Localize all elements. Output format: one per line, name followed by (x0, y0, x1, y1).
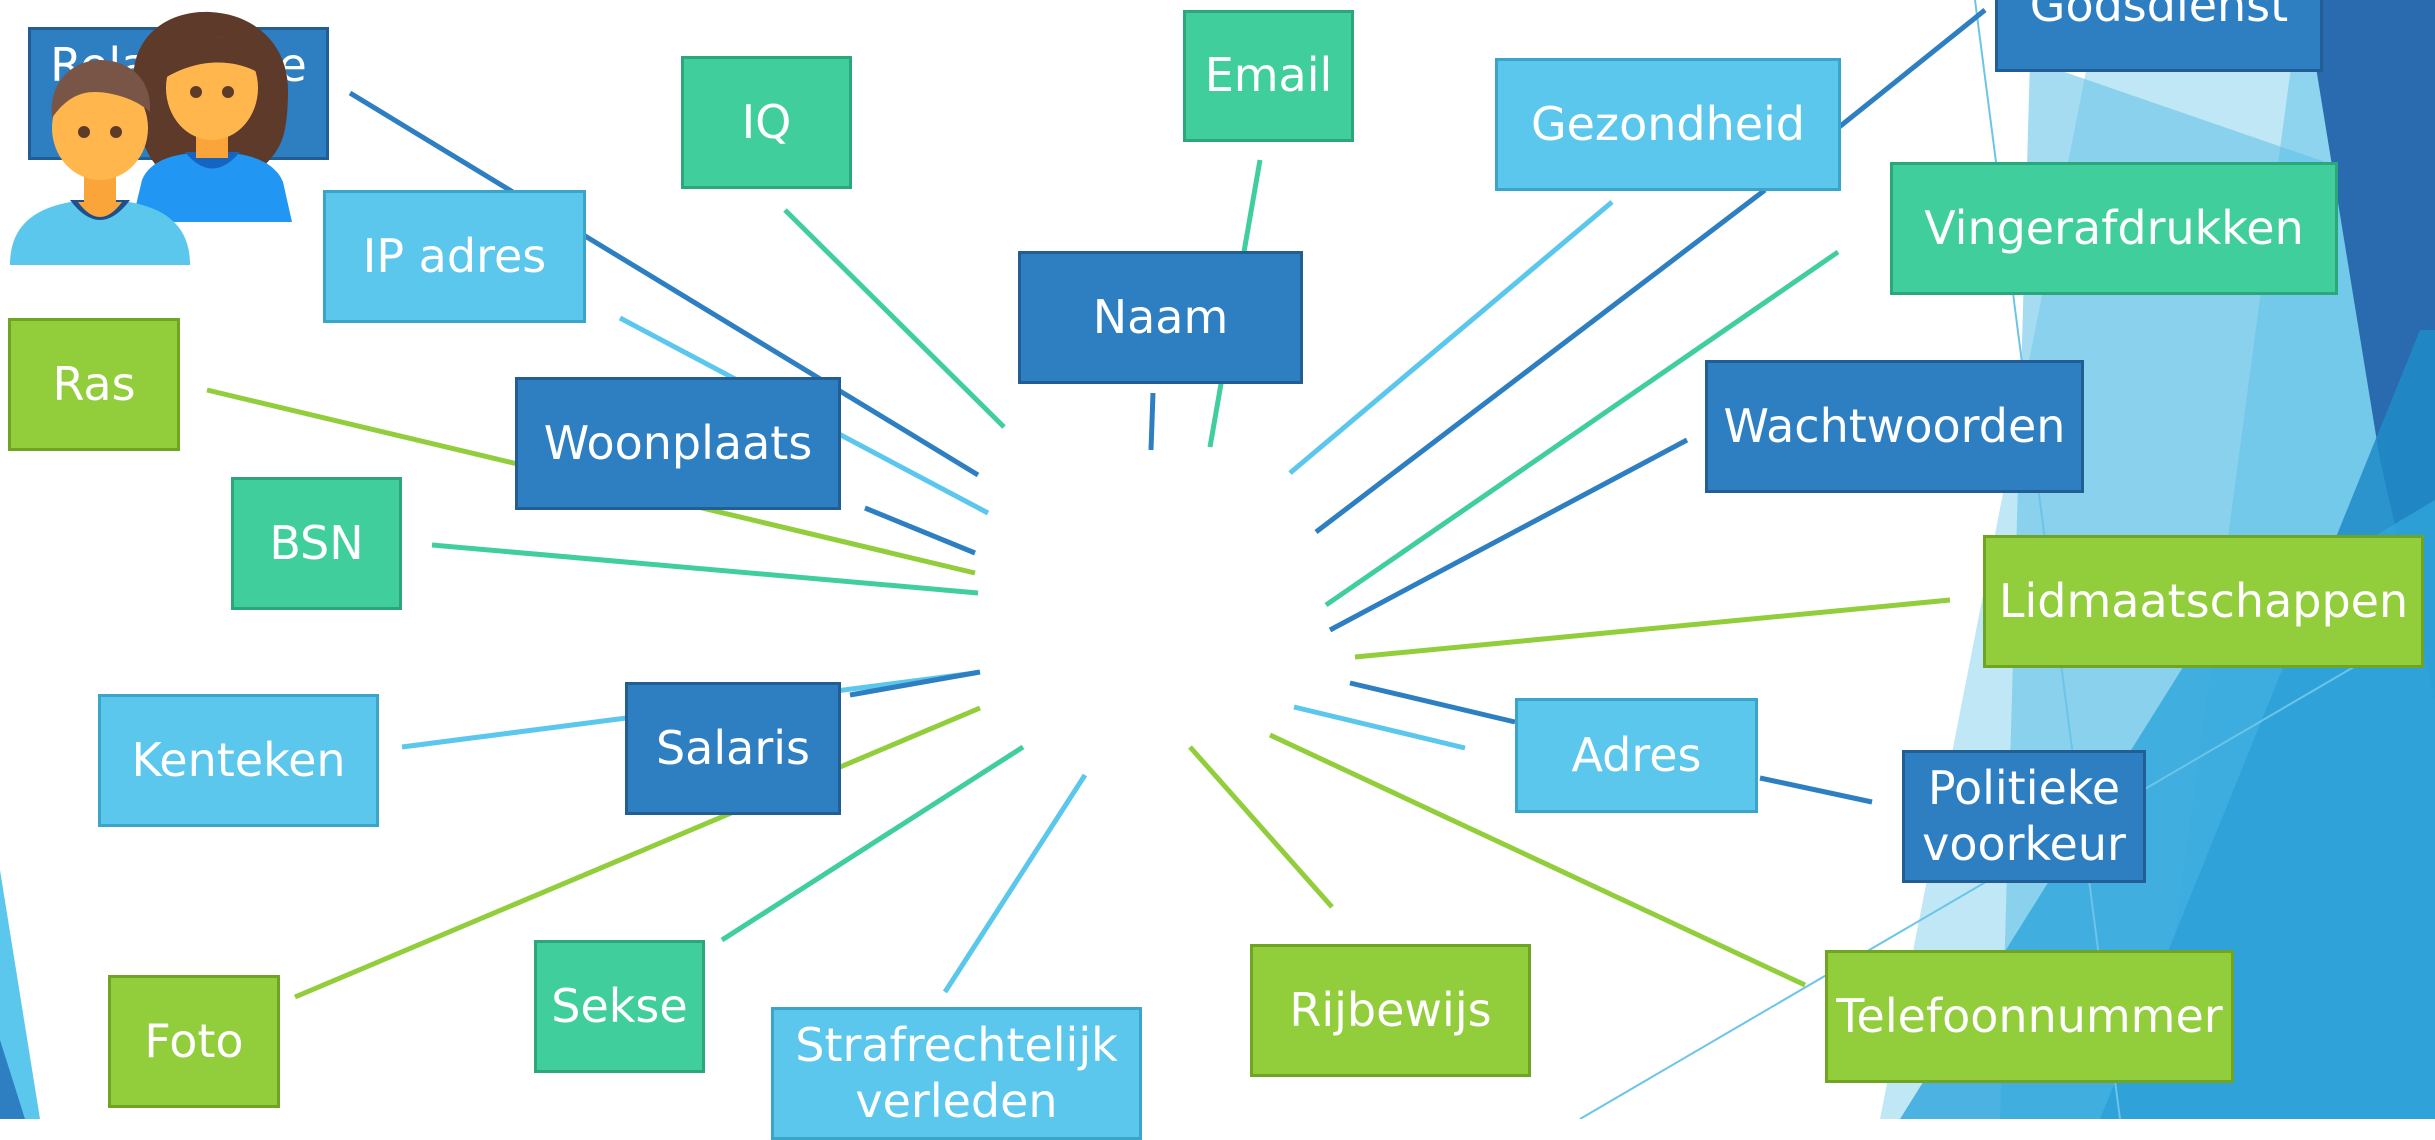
connector-line (1288, 200, 1614, 475)
politieke-voorkeur-node: Politieke voorkeur (1902, 750, 2146, 883)
gezondheid-node: Gezondheid (1495, 58, 1841, 191)
ip-adres-label: IP adres (362, 228, 547, 283)
connector-line (1759, 775, 1873, 805)
connector-line (294, 705, 981, 1000)
iq-node: IQ (681, 56, 852, 189)
connector-line (1349, 680, 1516, 725)
iq-label: IQ (741, 94, 792, 149)
godsdienst-node: Godsdienst (1995, 0, 2323, 72)
connector-line (1314, 188, 1767, 534)
naam-label: Naam (1092, 289, 1229, 344)
kenteken-node: Kenteken (98, 694, 379, 827)
sekse-node: Sekse (534, 940, 705, 1073)
wachtwoorden-node: Wachtwoorden (1705, 360, 2084, 493)
connector-line (849, 669, 981, 698)
lidmaatschappen-label: Lidmaatschappen (1998, 573, 2409, 628)
connector-line (864, 505, 976, 556)
adres-label: Adres (1571, 727, 1702, 782)
woonplaats-label: Woonplaats (543, 415, 813, 470)
connector-line (1324, 249, 1840, 608)
wachtwoorden-label: Wachtwoorden (1723, 398, 2066, 453)
gezondheid-label: Gezondheid (1530, 96, 1806, 151)
telefoonnummer-node: Telefoonnummer (1825, 950, 2234, 1083)
salaris-label: Salaris (655, 720, 810, 775)
connector-line (431, 542, 979, 596)
lidmaatschappen-node: Lidmaatschappen (1983, 535, 2424, 668)
adres-node: Adres (1515, 698, 1758, 813)
connector-line (720, 744, 1025, 943)
godsdienst-label: Godsdienst (2029, 0, 2289, 32)
connector-line (1188, 745, 1334, 909)
strafrechtelijk-verleden-label: Strafrechtelijk verleden (795, 1018, 1118, 1128)
connector-line (1148, 392, 1156, 451)
kenteken-label: Kenteken (131, 732, 346, 787)
vingerafdrukken-label: Vingerafdrukken (1924, 200, 2304, 255)
salaris-node: Salaris (625, 682, 841, 815)
connector-line (348, 90, 980, 478)
rijbewijs-label: Rijbewijs (1289, 982, 1492, 1037)
bsn-node: BSN (231, 477, 402, 610)
ras-label: Ras (52, 356, 136, 411)
connector-line (1268, 732, 1807, 988)
rijbewijs-node: Rijbewijs (1250, 944, 1531, 1077)
telefoonnummer-label: Telefoonnummer (1836, 988, 2223, 1043)
vingerafdrukken-node: Vingerafdrukken (1890, 162, 2338, 295)
foto-node: Foto (108, 975, 280, 1108)
foto-label: Foto (144, 1013, 244, 1068)
woonplaats-node: Woonplaats (515, 377, 841, 510)
sekse-label: Sekse (551, 978, 688, 1033)
connector-line (942, 773, 1088, 994)
bsn-label: BSN (269, 515, 364, 570)
email-node: Email (1183, 10, 1354, 142)
connector-line (1328, 437, 1689, 633)
connector-line (1354, 597, 1951, 660)
strafrechtelijk-verleden-node: Strafrechtelijk verleden (771, 1007, 1142, 1140)
email-label: Email (1204, 48, 1333, 103)
politieke-voorkeur-label: Politieke voorkeur (1922, 761, 2126, 871)
ras-node: Ras (8, 318, 180, 451)
ip-adres-node: IP adres (323, 190, 586, 323)
people-icon (10, 11, 292, 265)
connector-line (1293, 704, 1466, 751)
naam-node: Naam (1018, 251, 1303, 384)
connector-line (783, 208, 1006, 429)
connector-line (1836, 8, 1987, 130)
